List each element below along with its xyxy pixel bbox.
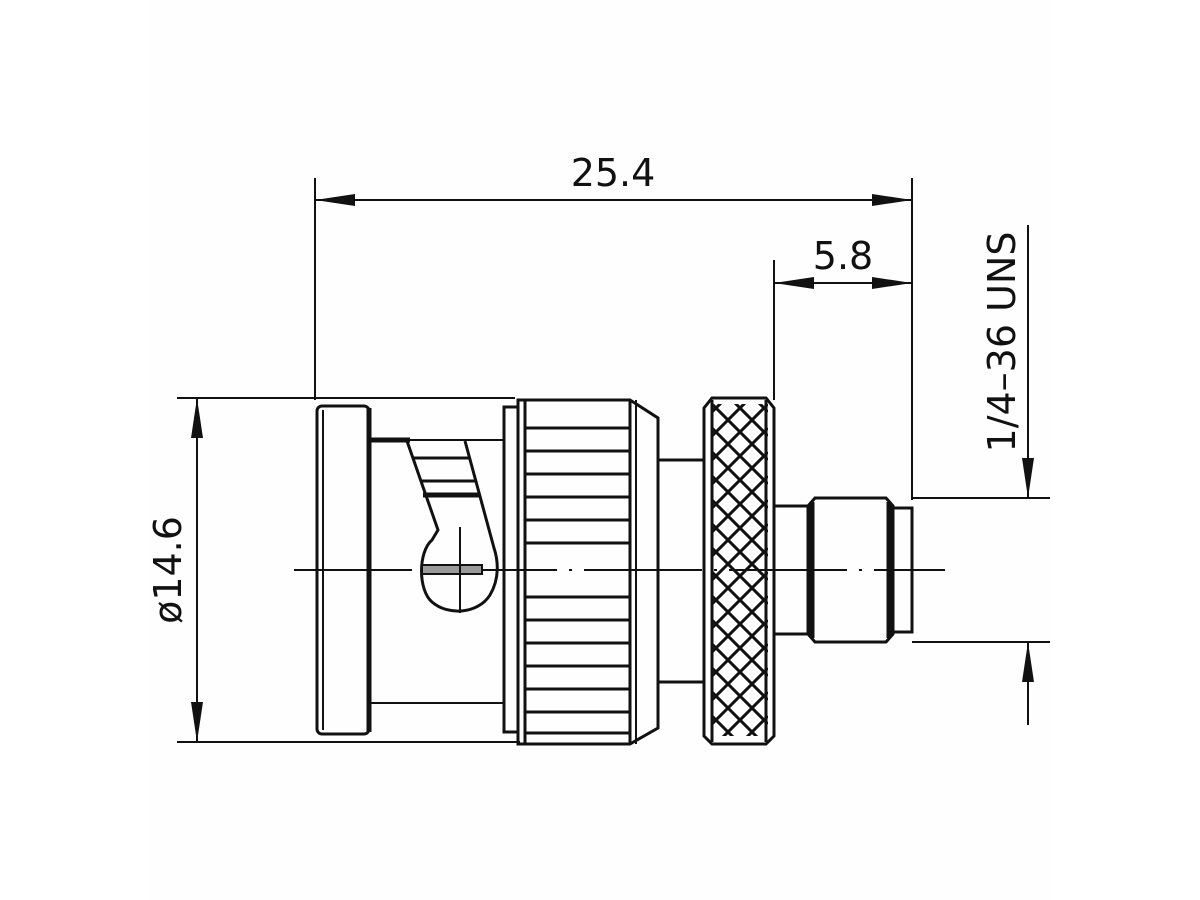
knurl-pattern xyxy=(712,404,768,736)
dimension-thread-spec: 1/4–36 UNS xyxy=(912,225,1050,725)
bayonet-barrel xyxy=(371,437,504,704)
dimension-label-thread-spec: 1/4–36 UNS xyxy=(980,232,1024,453)
neck xyxy=(658,458,704,684)
dimension-overall-length: 25.4 xyxy=(314,151,913,500)
ribbed-sleeve xyxy=(502,398,660,746)
bnc-coupling-flange xyxy=(315,404,372,736)
dimension-label-thread-length: 5.8 xyxy=(813,234,873,278)
dimension-body-diameter: ø14.6 xyxy=(146,397,520,743)
sleeve-ribs xyxy=(525,426,630,735)
thread-body xyxy=(806,496,895,644)
dimension-thread-length: 5.8 xyxy=(773,234,912,400)
dimension-label-diameter: ø14.6 xyxy=(146,516,190,624)
thread-tip xyxy=(891,506,914,634)
bayonet-stud xyxy=(421,564,483,575)
bayonet-slot-outline xyxy=(405,440,499,613)
nut-outline xyxy=(702,396,776,746)
dimension-label-overall-length: 25.4 xyxy=(571,151,656,195)
threaded-interface xyxy=(774,496,914,644)
knurled-nut xyxy=(702,396,776,746)
